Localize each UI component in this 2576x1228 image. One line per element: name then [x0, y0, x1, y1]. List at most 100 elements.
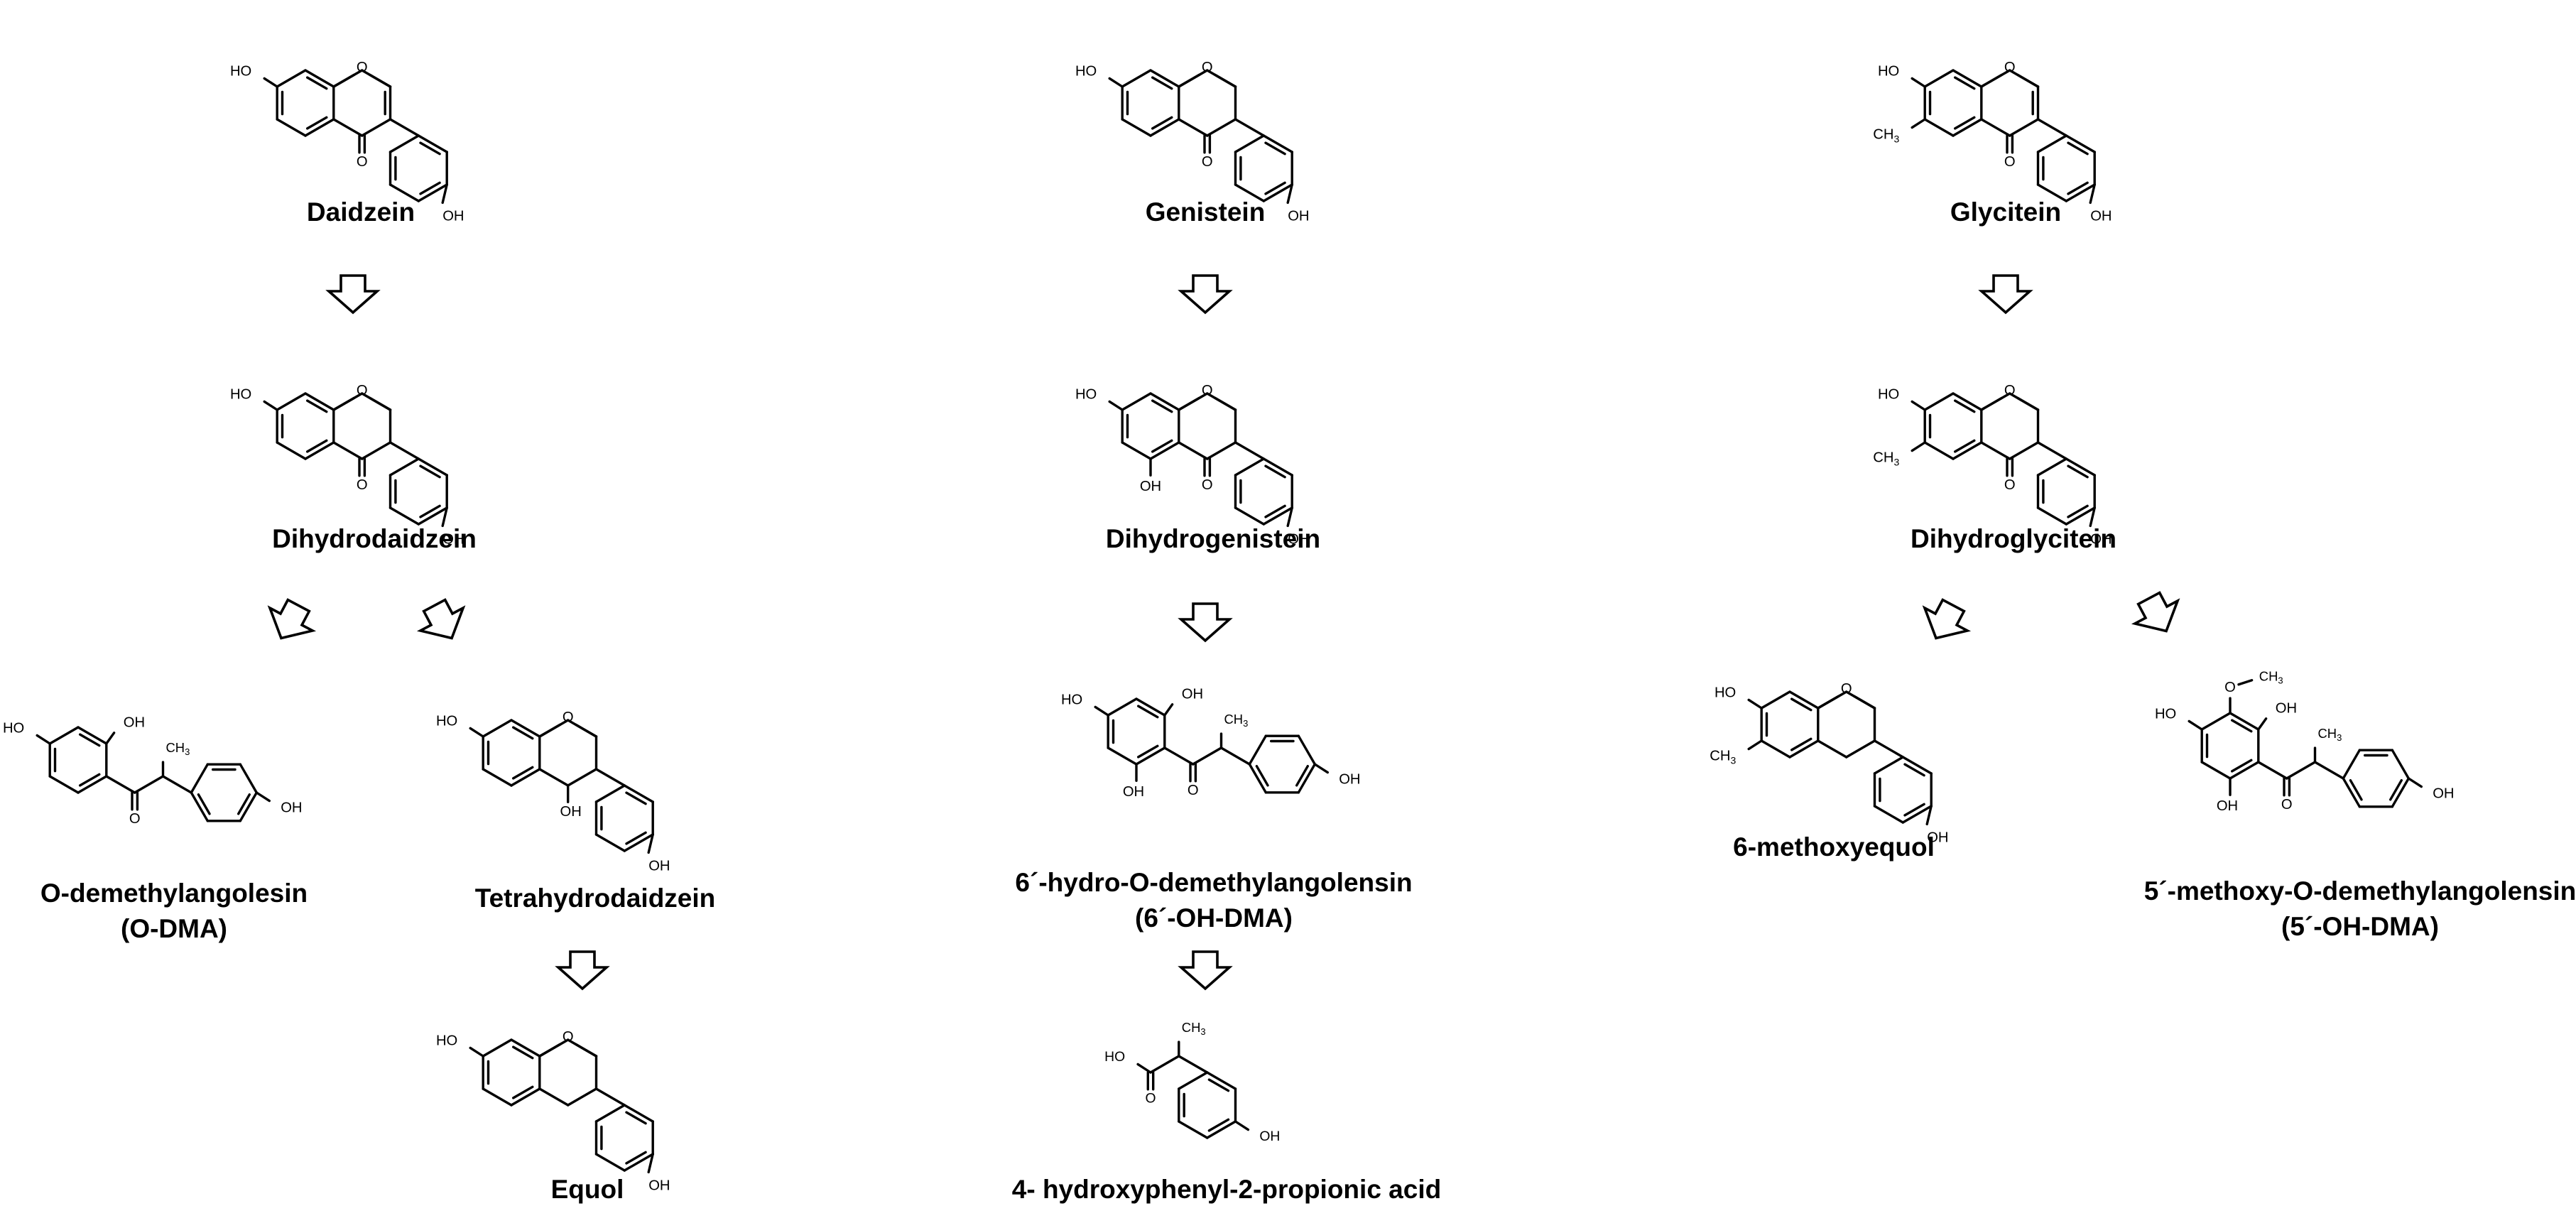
compound-name-dihydrogenistein: Dihydrogenistein	[1105, 524, 1321, 553]
hydroxyl-label: OH	[281, 800, 302, 815]
hydroxyl-label: OH	[1140, 479, 1161, 494]
compound-name-hppa: 4- hydroxyphenyl-2-propionic acid	[1011, 1175, 1442, 1204]
carbonyl-oxygen-label: O	[1145, 1092, 1156, 1107]
compound-name-6-hydro-o-dma-abbr: (6´-OH-DMA)	[1135, 903, 1293, 933]
hydroxyl-label: OH	[124, 715, 145, 731]
hydroxyl-label: HO	[2155, 707, 2176, 722]
ketone-oxygen-label: O	[2281, 797, 2293, 813]
arrow-tetrahydrodaidzein-to-equol	[555, 950, 610, 991]
compound-name-daidzein: Daidzein	[306, 197, 415, 227]
ring-oxygen-label: O	[1841, 681, 1852, 697]
hydroxyl-label: HO	[1878, 64, 1899, 80]
structure-tetrahydrodaidzein: O OH HO OH	[436, 710, 670, 874]
structure-genistein: O O HO OH	[1075, 60, 1310, 224]
ketone-oxygen-label: O	[1202, 477, 1213, 493]
hydroxyl-label: OH	[1259, 1129, 1280, 1144]
compound-name-tetrahydrodaidzein: Tetrahydrodaidzein	[474, 884, 716, 913]
hydroxyl-label: OH	[648, 858, 670, 874]
hydroxyl-label: HO	[436, 1033, 457, 1049]
hydroxyl-label: OH	[2433, 786, 2454, 801]
methyl-label: CH3	[1182, 1019, 1206, 1036]
ring-oxygen-label: O	[1202, 383, 1213, 398]
arrow-daidzein-to-dihydrodaidzein	[325, 274, 381, 315]
hydroxyl-label: OH	[1288, 208, 1309, 224]
hydroxyl-label: HO	[1061, 692, 1082, 708]
ketone-oxygen-label: O	[2004, 477, 2016, 493]
methyl-label: CH3	[1224, 711, 1249, 728]
structure-dihydrogenistein: O O HO OH OH	[1075, 383, 1310, 547]
hydroxyl-label: OH	[442, 208, 464, 224]
hydroxyl-label: OH	[442, 531, 464, 547]
hydroxyl-label: HO	[3, 721, 24, 737]
hydroxyl-label: HO	[1075, 387, 1097, 403]
ring-oxygen-label: O	[357, 60, 368, 75]
compound-name-equol: Equol	[550, 1175, 624, 1204]
arrow-glycitein-to-dihydroglycitein	[1978, 274, 2033, 315]
compound-name-6-hydro-o-dma: 6´-hydro-O-demethylangolensin (6´-OH-DMA…	[1015, 865, 1412, 936]
hydroxyl-label: OH	[560, 804, 582, 820]
arrow-dihydrogenistein-to-6-hydro-o-dma	[1178, 602, 1233, 643]
methoxy-oxygen-label: O	[2224, 680, 2236, 695]
hydroxyl-label: OH	[2217, 798, 2238, 814]
compound-name-o-dma-abbr: (O-DMA)	[120, 914, 228, 943]
hydroxyl-label: HO	[1878, 387, 1899, 403]
compound-name-5-methoxy-o-dma-abbr: (5´-OH-DMA)	[2281, 912, 2439, 941]
compound-name-5-methoxy-o-dma: 5´-methoxy-O-demethylangolensin (5´-OH-D…	[2144, 874, 2576, 945]
hydroxyl-label: OH	[1288, 531, 1309, 547]
ring-oxygen-label: O	[563, 710, 574, 725]
hydroxyl-label: HO	[1075, 64, 1097, 80]
ring-oxygen-label: O	[563, 1029, 574, 1045]
methyl-label: CH3	[166, 739, 190, 756]
ketone-oxygen-label: O	[1188, 783, 1199, 798]
compound-name-6-methoxyequol: 6-methoxyequol	[1733, 832, 1935, 862]
ketone-oxygen-label: O	[1202, 154, 1213, 170]
arrow-dihydrodaidzein-to-o-dma	[267, 598, 317, 640]
compound-name-o-dma: O-demethylangolesin (O-DMA)	[40, 876, 308, 947]
hydroxyl-label: HO	[230, 387, 251, 403]
hydroxyl-label: OH	[2090, 208, 2112, 224]
ring-oxygen-label: O	[1202, 60, 1213, 75]
methyl-label: CH3	[1873, 126, 1899, 144]
hydroxyl-label: OH	[1182, 687, 1203, 702]
methyl-label: CH3	[1873, 450, 1899, 467]
ketone-oxygen-label: O	[129, 811, 141, 827]
structure-equol: O HO OH	[436, 1029, 670, 1193]
arrow-genistein-to-dihydrogenistein	[1178, 274, 1233, 315]
hydroxyl-label: OH	[1927, 830, 1948, 845]
arrow-dihydroglycitein-to-5-methoxy-o-dma	[2131, 591, 2180, 633]
compound-name-dihydroglycitein: Dihydroglycitein	[1911, 524, 2116, 553]
ketone-oxygen-label: O	[2004, 154, 2016, 170]
hydroxyl-label: OH	[1339, 771, 1360, 787]
methyl-label: CH3	[1710, 748, 1736, 766]
compound-name-o-dma-full: O-demethylangolesin	[40, 879, 308, 908]
compound-name-glycitein: Glycitein	[1950, 197, 2062, 227]
hydroxyl-label: HO	[1714, 685, 1736, 701]
compound-name-5-methoxy-o-dma-full: 5´-methoxy-O-demethylangolensin	[2143, 876, 2576, 906]
hydroxyl-label: HO	[436, 714, 457, 729]
ring-oxygen-label: O	[357, 383, 368, 398]
hydroxyl-label: OH	[1123, 784, 1144, 800]
ketone-oxygen-label: O	[357, 477, 368, 493]
arrow-6-hydro-o-dma-to-hppa	[1178, 950, 1233, 991]
compound-name-genistein: Genistein	[1145, 197, 1266, 227]
compound-name-dihydrodaidzein: Dihydrodaidzein	[272, 524, 477, 553]
hydroxyl-label: HO	[1104, 1050, 1125, 1065]
hydroxyl-label: OH	[648, 1178, 670, 1193]
structure-dihydrodaidzein: O O HO OH	[230, 383, 464, 547]
hydroxyl-label: OH	[2090, 531, 2112, 547]
compound-name-6-hydro-o-dma-full: 6´-hydro-O-demethylangolensin	[1015, 868, 1413, 897]
ring-oxygen-label: O	[2004, 383, 2016, 398]
arrow-dihydroglycitein-to-6-methoxyequol	[1922, 598, 1972, 640]
methyl-label: CH3	[2318, 725, 2342, 742]
methoxy-methyl-label: CH3	[2259, 668, 2283, 685]
arrow-dihydrodaidzein-to-tetrahydrodaidzein	[416, 598, 466, 640]
